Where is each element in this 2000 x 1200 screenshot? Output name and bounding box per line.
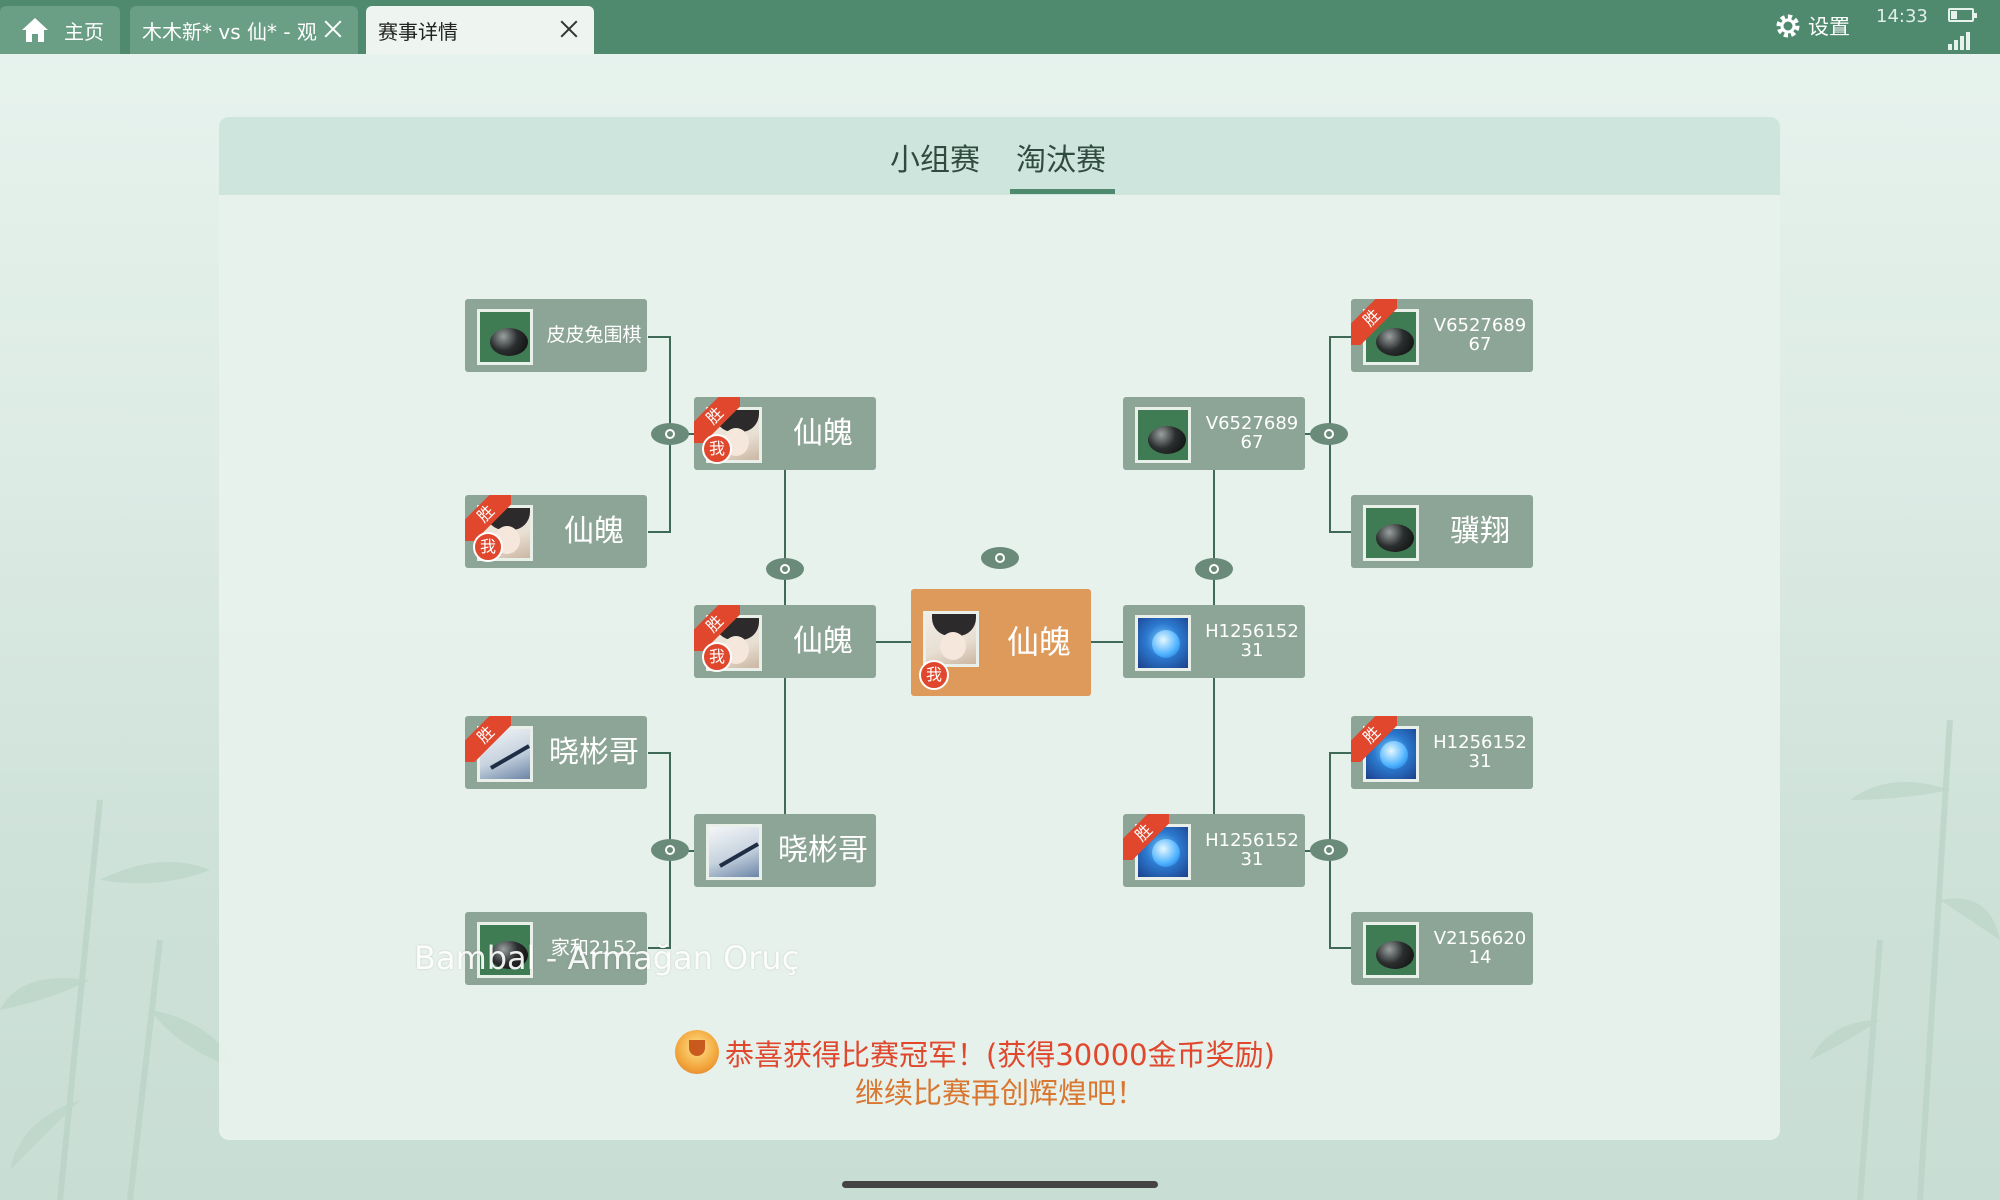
go-stone-icon: [490, 941, 528, 969]
me-badge: 我: [919, 660, 949, 690]
top-bar: 主页 木木新* vs 仙* - 观 赛事详情 设置 14:33: [0, 0, 2000, 54]
battery-icon: [1948, 8, 1977, 22]
status-time: 14:33: [1876, 6, 1928, 27]
player-box[interactable]: 晓彬哥 胜: [465, 716, 647, 789]
trophy-icon: [675, 1030, 719, 1074]
watch-eye-icon[interactable]: [651, 839, 689, 861]
avatar: [1135, 615, 1191, 671]
settings-button[interactable]: 设置: [1774, 10, 1850, 42]
player-box[interactable]: 皮皮兔围棋: [465, 299, 647, 372]
player-box[interactable]: V6527689 67 胜: [1351, 299, 1533, 372]
winner-ribbon: 胜: [465, 716, 511, 762]
player-name: 仙魄: [793, 623, 853, 659]
watch-eye-icon[interactable]: [1310, 839, 1348, 861]
winner-label: 胜: [1351, 299, 1397, 345]
signal-icon: [1948, 32, 1976, 50]
player-box[interactable]: 家和2152: [465, 912, 647, 985]
player-box[interactable]: V6527689 67: [1123, 397, 1305, 470]
avatar: [477, 922, 533, 978]
avatar: [706, 824, 762, 880]
player-name: 仙魄: [564, 513, 624, 549]
globe-icon: [1152, 839, 1180, 867]
player-name: 骥翔: [1450, 513, 1510, 549]
player-name: 皮皮兔围棋: [546, 323, 642, 346]
winner-label: 胜: [1351, 716, 1397, 762]
winner-ribbon: 胜: [1351, 716, 1397, 762]
player-name: 仙魄: [1006, 622, 1071, 661]
go-stone-icon: [1376, 328, 1414, 356]
tab-home[interactable]: 主页: [0, 6, 120, 54]
player-name: 晓彬哥: [778, 832, 868, 868]
watch-eye-icon[interactable]: [651, 423, 689, 445]
avatar: [477, 309, 533, 365]
watch-eye-icon[interactable]: [981, 547, 1019, 569]
player-name: 晓彬哥: [549, 734, 639, 770]
tab-match-details[interactable]: 赛事详情: [366, 6, 594, 54]
winner-ribbon: 胜: [1351, 299, 1397, 345]
watch-eye-icon[interactable]: [1195, 558, 1233, 580]
tab-group-stage[interactable]: 小组赛: [890, 143, 980, 178]
avatar: [923, 611, 979, 667]
tab-knockout[interactable]: 淘汰赛: [1016, 143, 1106, 178]
player-box[interactable]: H1256152 31: [1123, 605, 1305, 678]
gear-icon: [1776, 14, 1800, 38]
player-name: H1256152 31: [1205, 829, 1299, 870]
avatar: [1363, 505, 1419, 561]
go-stone-icon: [1376, 941, 1414, 969]
player-box[interactable]: 晓彬哥: [694, 814, 876, 887]
player-name: 家和2152: [550, 936, 638, 959]
panel-header: 小组赛 淘汰赛: [219, 117, 1780, 195]
player-box[interactable]: H1256152 31 胜: [1351, 716, 1533, 789]
tab-label: 主页: [64, 19, 104, 44]
player-box[interactable]: 仙魄胜我: [465, 495, 647, 568]
champion-box[interactable]: 仙魄我: [911, 589, 1091, 696]
congrats-line-1: 恭喜获得比赛冠军！(获得30000金币奖励): [725, 1038, 1275, 1072]
player-box[interactable]: H1256152 31 胜: [1123, 814, 1305, 887]
player-name: H1256152 31: [1433, 731, 1527, 772]
me-badge: 我: [702, 434, 732, 464]
congrats-line-2: 继续比赛再创辉煌吧！: [854, 1076, 1145, 1110]
video-overlay-caption: Bambal - Armağan Oruç: [414, 939, 800, 977]
winner-ribbon: 胜: [1123, 814, 1169, 860]
go-stone-icon: [490, 328, 528, 356]
player-box[interactable]: V2156620 14: [1351, 912, 1533, 985]
me-badge: 我: [702, 642, 732, 672]
active-tab-indicator: [1010, 189, 1115, 194]
player-name: 仙魄: [793, 415, 853, 451]
tab-game-watch[interactable]: 木木新* vs 仙* - 观: [130, 6, 358, 54]
avatar: [1135, 407, 1191, 463]
home-icon: [22, 18, 48, 42]
globe-icon: [1152, 630, 1180, 658]
watch-eye-icon[interactable]: [766, 558, 804, 580]
player-box[interactable]: 仙魄胜我: [694, 397, 876, 470]
player-box[interactable]: 仙魄胜我: [694, 605, 876, 678]
avatar: [1363, 922, 1419, 978]
avatar: [1363, 309, 1419, 365]
bamboo-decoration-right: [1810, 719, 2000, 1200]
tab-label: 赛事详情: [378, 19, 458, 44]
home-indicator[interactable]: [842, 1181, 1158, 1188]
player-name: V6527689 67: [1433, 314, 1527, 355]
go-stone-icon: [1148, 426, 1186, 454]
close-icon[interactable]: [556, 16, 582, 42]
go-stone-icon: [1376, 524, 1414, 552]
winner-label: 胜: [465, 716, 511, 762]
player-box[interactable]: 骥翔: [1351, 495, 1533, 568]
player-name: V6527689 67: [1205, 412, 1299, 453]
settings-label: 设置: [1808, 15, 1850, 39]
watch-eye-icon[interactable]: [1310, 423, 1348, 445]
player-name: H1256152 31: [1205, 620, 1299, 661]
player-name: V2156620 14: [1433, 927, 1527, 968]
winner-label: 胜: [1123, 814, 1169, 860]
sword-icon: [718, 842, 759, 868]
globe-icon: [1380, 741, 1408, 769]
tab-label: 木木新* vs 仙* - 观: [142, 19, 317, 44]
close-icon[interactable]: [320, 16, 346, 42]
me-badge: 我: [473, 532, 503, 562]
